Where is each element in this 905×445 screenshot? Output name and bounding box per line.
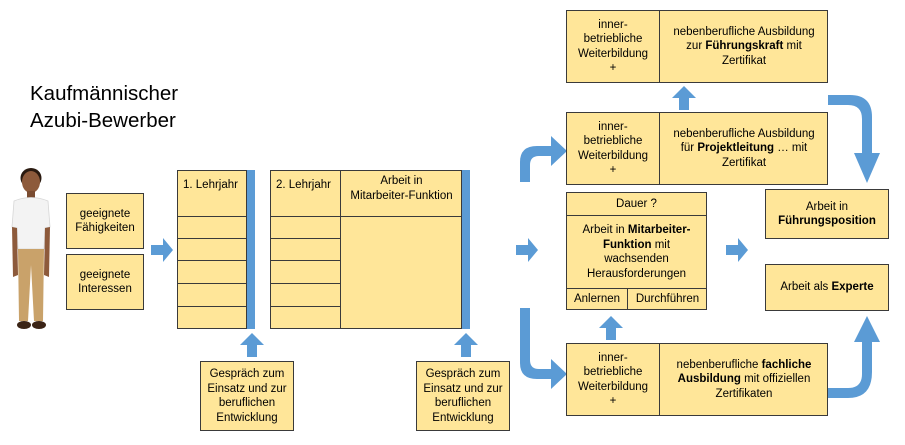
talk-line: Gespräch zum [209,368,285,380]
arrow-up-icon [672,86,696,110]
year-1-row [178,283,246,284]
talk-line: Entwicklung [216,411,278,424]
talk-line: Einsatz und zur [207,382,287,395]
execute-label: Durchführen [635,293,700,306]
arrow-right-icon [726,238,748,262]
curved-arrow-down-icon [828,95,880,183]
expert-training-text: nebenberufliche fachliche Ausbildung mit… [676,358,812,400]
title-line-2: Azubi-Bewerber [30,109,176,132]
year-1-progress-bar [247,170,255,329]
inhouse-training-label: inner- betriebliche Weiterbildung + [577,351,649,408]
year-1-block: 1. Lehrjahr [177,170,247,329]
curved-arrow-down-right-icon [515,308,567,390]
interests-line-2: Interessen [78,283,132,295]
diagram-title: Kaufmännischer Azubi-Bewerber [30,80,178,134]
leadership-training-box: inner- betriebliche Weiterbildung + nebe… [566,10,828,83]
year-2-progress-bar [462,170,470,329]
interests-box: geeignete Interessen [66,254,144,310]
arrow-up-icon [599,316,623,340]
arrow-up-icon [240,333,264,357]
applicant-person-icon [8,165,54,333]
year-2-block: 2. Lehrjahr Arbeit in Mitarbeiter-Funkti… [270,170,462,329]
title-line-1: Kaufmännischer [30,82,179,105]
expert-work-box: Arbeit als Experte [765,264,889,311]
learn-label: Anlernen [573,293,621,306]
skills-line-2: Fähigkeiten [75,222,135,234]
project-training-box: inner- betriebliche Weiterbildung + nebe… [566,112,828,185]
arrow-right-icon [516,238,538,262]
duration-label: Dauer ? [616,197,657,210]
year-2-row [271,260,340,261]
inhouse-training-label: inner- betriebliche Weiterbildung + [577,120,649,177]
talk-line: Einsatz und zur [423,382,503,395]
year-2-row [271,238,340,239]
project-training-text: nebenberufliche Ausbildung für Projektle… [673,127,815,169]
inhouse-training-label: inner- betriebliche Weiterbildung + [577,18,649,75]
development-talk-box: Gespräch zum Einsatz und zur beruflichen… [200,361,294,431]
interests-line-1: geeignete [79,268,131,281]
curved-arrow-up-right-icon [515,130,567,182]
year-2-row [271,216,461,217]
skills-line-1: geeignete [79,207,131,220]
year-2-row [271,306,340,307]
year-1-row [178,238,246,239]
year-2-row [271,283,340,284]
leadership-position-box: Arbeit in Führungsposition [765,189,889,239]
arrow-right-icon [151,238,173,262]
talk-line: beruflichen [218,397,276,409]
employee-work-box: Dauer ? Arbeit in Mitarbeiter- Funktion … [566,192,707,310]
year-1-row [178,306,246,307]
expert-training-box: inner- betriebliche Weiterbildung + nebe… [566,343,828,416]
talk-line: Entwicklung [432,411,494,424]
skills-box: geeignete Fähigkeiten [66,193,144,249]
leadership-training-text: nebenberufliche Ausbildung zur Führungsk… [673,25,815,67]
year-2-label: 2. Lehrjahr [276,179,331,191]
talk-line: Gespräch zum [425,368,501,380]
year-2-work-label: Arbeit in Mitarbeiter-Funktion [350,175,453,202]
development-talk-box: Gespräch zum Einsatz und zur beruflichen… [416,361,510,431]
employee-work-text: Arbeit in Mitarbeiter- Funktion mit wach… [582,224,691,280]
year-1-row [178,216,246,217]
year-1-row [178,260,246,261]
year-1-label: 1. Lehrjahr [183,179,238,191]
talk-line: beruflichen [434,397,492,409]
arrow-up-icon [454,333,478,357]
curved-arrow-up-icon [828,316,880,398]
